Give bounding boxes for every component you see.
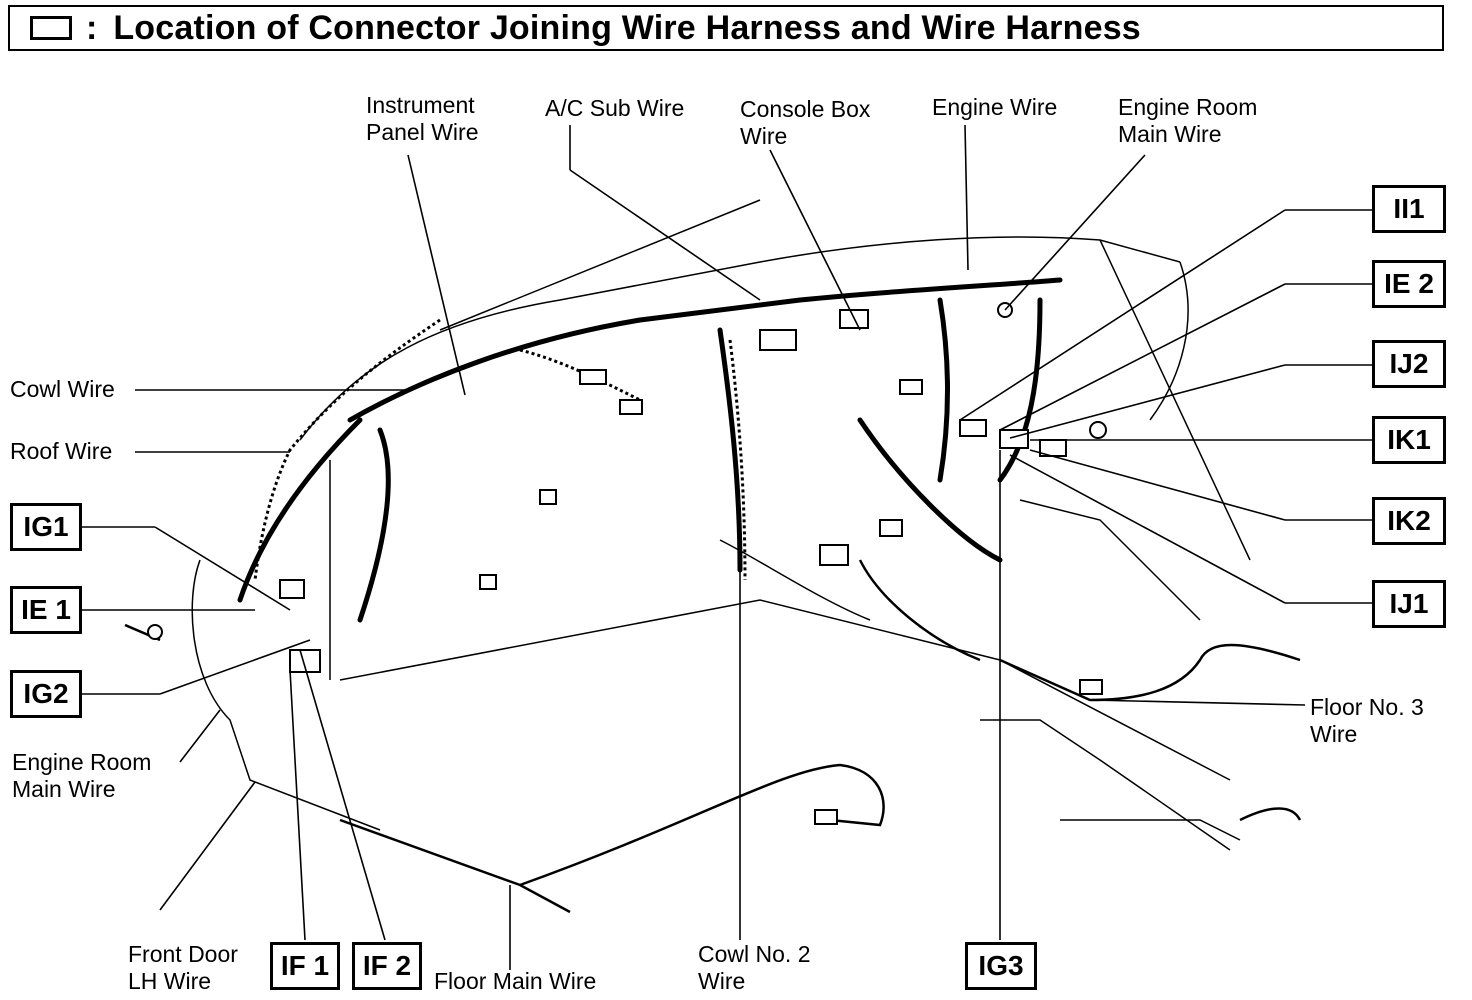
label-floor-no3-wire: Floor No. 3 Wire <box>1310 694 1424 747</box>
connector-code-ie2: IE 2 <box>1372 260 1446 308</box>
box-symbol-icon <box>30 16 72 40</box>
connector-code-ik1: IK1 <box>1372 416 1446 464</box>
harness-main-bundle <box>237 277 1063 623</box>
label-floor-main-wire: Floor Main Wire <box>434 968 597 994</box>
label-engine-wire: Engine Wire <box>932 94 1058 120</box>
connector-code-ig2: IG2 <box>10 670 82 718</box>
label-console-box-wire: Console Box Wire <box>740 96 871 149</box>
label-engine-room-main-wire-top: Engine Room Main Wire <box>1118 94 1258 147</box>
label-cowl-wire: Cowl Wire <box>10 376 115 402</box>
connector-code-ig3: IG3 <box>965 942 1037 990</box>
label-front-door-lh-wire: Front Door LH Wire <box>128 941 238 994</box>
connector-code-ii1: II1 <box>1372 185 1446 233</box>
connector-code-ij1: IJ1 <box>1372 580 1446 628</box>
leader-lines <box>82 124 1372 970</box>
label-roof-wire: Roof Wire <box>10 438 113 464</box>
connector-blocks <box>147 302 1107 825</box>
label-ac-sub-wire: A/C Sub Wire <box>545 95 685 121</box>
harness-corrugated-tubes <box>253 318 747 581</box>
connector-code-ie1: IE 1 <box>10 586 82 634</box>
connector-code-ig1: IG1 <box>10 503 82 551</box>
connector-code-ij2: IJ2 <box>1372 340 1446 388</box>
label-cowl-no2-wire: Cowl No. 2 Wire <box>698 941 811 994</box>
connector-code-if1: IF 1 <box>270 942 340 990</box>
title-bar: : Location of Connector Joining Wire Har… <box>8 5 1444 51</box>
harness-secondary <box>124 559 1302 914</box>
connector-code-ik2: IK2 <box>1372 497 1446 545</box>
vehicle-body-outline <box>191 199 1251 851</box>
connector-code-if2: IF 2 <box>352 942 422 990</box>
label-engine-room-main-wire-left: Engine Room Main Wire <box>12 749 152 802</box>
label-instrument-panel-wire: Instrument Panel Wire <box>366 92 479 145</box>
page-title: Location of Connector Joining Wire Harne… <box>113 8 1141 47</box>
title-colon: : <box>86 8 98 47</box>
